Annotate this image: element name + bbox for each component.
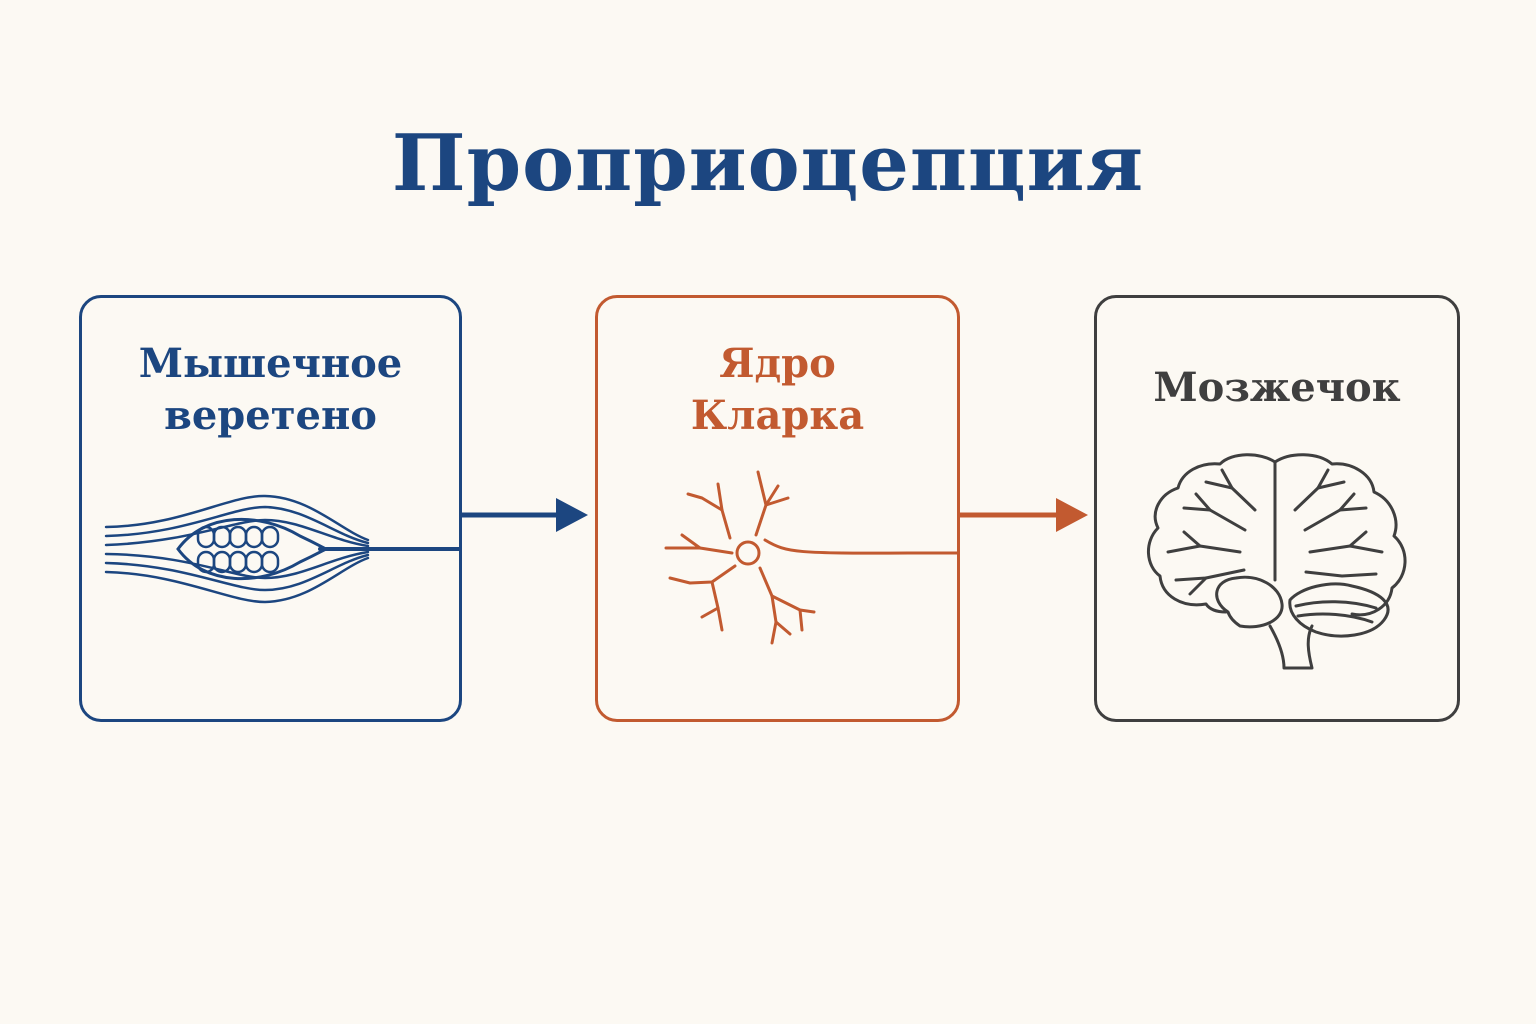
step-label-clarke-nucleus: Ядро Кларка (690, 340, 865, 439)
step-muscle-spindle: Мышечное веретено (79, 295, 462, 722)
step-label-muscle-spindle: Мышечное веретено (138, 340, 403, 439)
brain-icon (1147, 453, 1407, 670)
step-clarke-nucleus: Ядро Кларка (595, 295, 960, 722)
neuron-icon (664, 470, 960, 645)
step-cerebellum: Мозжечок (1094, 295, 1460, 722)
step-label-cerebellum: Мозжечок (1153, 364, 1401, 411)
muscle-spindle-icon (104, 494, 462, 604)
arrow-spindle-to-clarke (462, 498, 588, 532)
arrow-clarke-to-cerebellum (960, 498, 1088, 532)
page-title: Проприоцепция (391, 118, 1145, 209)
